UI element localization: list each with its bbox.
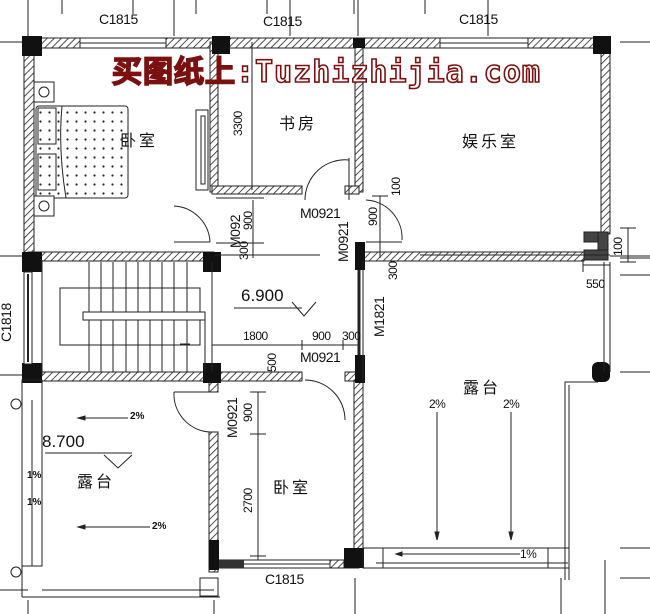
dim-bed2-height: 2700 [241, 488, 255, 513]
room-entertainment: 娱乐室 [462, 132, 520, 151]
room-bedroom-top: 卧室 [120, 131, 159, 150]
staircase [41, 260, 213, 375]
window-label-top-left: C1815 [99, 11, 138, 27]
slope-left-bottom: 2% [152, 521, 167, 532]
elevation-terrace-left: 8.700 [42, 432, 85, 451]
window-label-bottom: C1815 [265, 571, 304, 587]
bed [33, 81, 129, 217]
room-terrace-right: 露台 [463, 378, 502, 397]
dim-study-height: 3300 [231, 111, 245, 136]
door-swings [173, 158, 403, 433]
elevation-stair-landing: 6.900 [241, 286, 284, 305]
watermark-text: 买图纸上:Tuzhizhijia.com [111, 55, 541, 90]
room-terrace-left: 露台 [77, 472, 116, 491]
dim-corridor-900: 900 [312, 329, 331, 343]
slope-right-a: 2% [429, 397, 446, 411]
window-label-stair: C1818 [0, 303, 14, 342]
window-label-top-right: C1815 [459, 11, 498, 27]
dim-corridor-300: 300 [342, 329, 361, 343]
dim-bed2-door-500: 500 [265, 353, 279, 372]
dim-ent-door-100: 100 [389, 177, 403, 196]
left-terrace [10, 379, 220, 598]
slope-left-edge-2: 1% [27, 497, 42, 508]
slope-right-b: 2% [503, 397, 520, 411]
door-label-study: M0921 [300, 205, 341, 221]
door-label-corridor: M0921 [300, 349, 341, 365]
room-bedroom-bottom: 卧室 [273, 478, 312, 497]
dim-corridor-1800: 1800 [243, 329, 268, 343]
door-label-bedroom2: M0921 [224, 397, 240, 438]
slope-right-gutter: 1% [520, 547, 537, 561]
dim-bed2-door-900: 900 [241, 403, 255, 422]
slope-left-top: 2% [130, 411, 145, 422]
window-label-top-middle: C1815 [263, 13, 302, 29]
dim-ent-door-900: 900 [366, 207, 380, 226]
dim-ent-door-300: 300 [386, 261, 400, 280]
dim-right-offset: 550 [586, 277, 605, 291]
slope-left-edge-1: 1% [27, 470, 42, 481]
door-label-entertainment: M0921 [335, 221, 351, 262]
dim-bed1-door-300: 300 [237, 241, 251, 260]
room-study: 书房 [279, 114, 318, 133]
dim-bed1-door-900: 900 [241, 211, 255, 230]
door-label-terrace: M1821 [371, 296, 387, 337]
dim-right-small: 100 [611, 237, 625, 256]
